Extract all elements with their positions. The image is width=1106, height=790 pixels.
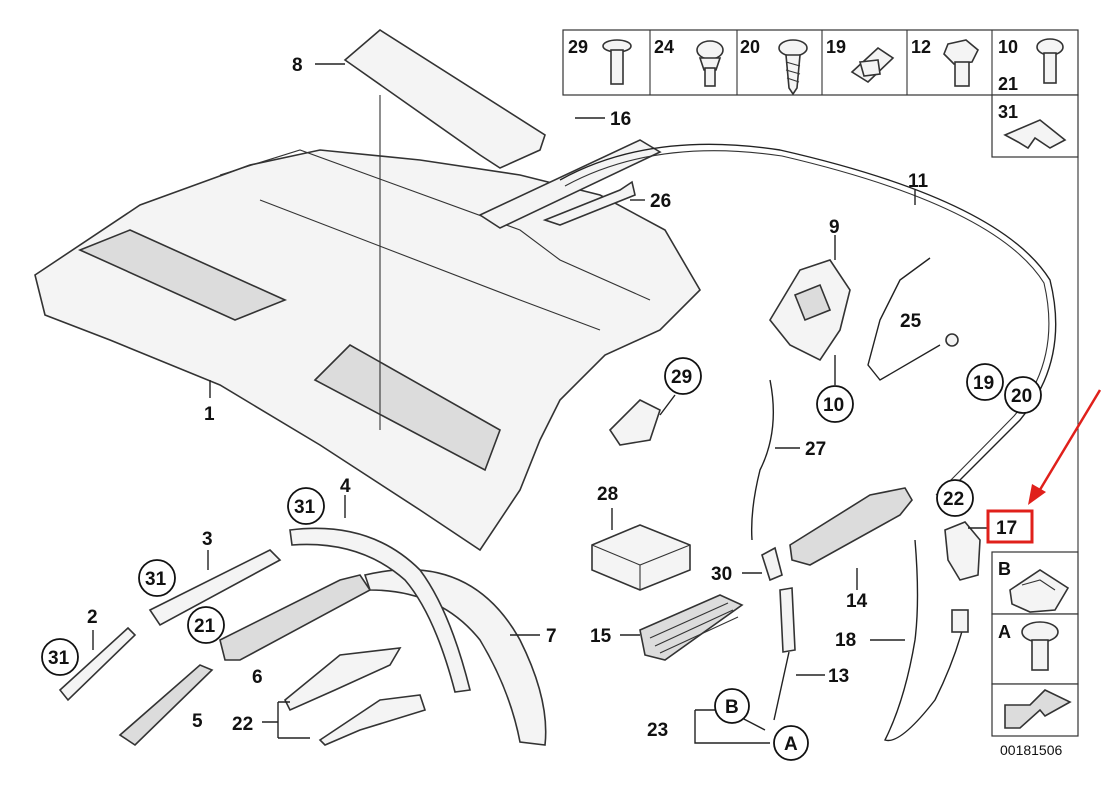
callout-1: 1 [204,404,215,425]
screw-10-icon [1036,38,1064,84]
callout-29: 29 [671,367,692,388]
callout-11: 11 [908,171,929,192]
callout-27: 27 [805,439,826,460]
circled-callout-31-a: 31 [287,487,325,525]
rod-part-27 [751,379,800,541]
callout-18: 18 [835,630,856,651]
nut-b-icon [1009,569,1070,613]
legend-label-12: 12 [911,37,931,57]
callout-31-c: 31 [48,648,70,669]
cable-part-25 [867,257,959,381]
callout-31-b: 31 [145,569,167,590]
callout-b: B [725,697,739,718]
callout-6: 6 [252,667,263,688]
seal-part-11 [559,143,1057,501]
screw-29-icon [602,39,632,85]
trim-part-7 [363,568,547,746]
strip-part-3 [148,549,282,627]
highlight-box [986,509,1034,544]
roof-panel [34,95,702,552]
callout-14: 14 [846,591,868,612]
callout-7: 7 [546,626,557,647]
callout-a: A [784,734,798,755]
circled-callout-a: A [773,725,809,761]
callout-28: 28 [597,484,618,505]
circled-callout-22: 22 [936,479,974,517]
callout-17: 17 [996,518,1017,539]
callout-5: 5 [192,711,203,732]
callout-31-a: 31 [294,497,316,518]
grille-part-15 [620,594,744,661]
bolt-12-icon [943,39,979,87]
circled-callout-29: 29 [664,357,702,395]
legend-label-10: 10 [998,37,1018,57]
callout-19: 19 [973,373,994,394]
circled-callout-31-c: 31 [41,638,79,676]
strut-part-13 [773,587,825,721]
bracket-part-17 [944,521,988,581]
callout-30: 30 [711,564,732,585]
legend-label-20: 20 [740,37,760,57]
callout-22-pads: 22 [232,714,253,735]
callout-22: 22 [943,489,964,510]
callout-26: 26 [650,191,671,212]
callout-15: 15 [590,626,612,647]
callout-2: 2 [87,607,98,628]
arrow-legend-icon [1004,689,1072,729]
legend-label-21: 21 [998,74,1018,94]
callout-23: 23 [647,720,668,741]
hinge-part-29 [608,394,676,446]
highlight-arrow-head-icon [1028,484,1046,505]
armrest-part-14 [789,487,913,590]
hinge-part-9 [769,235,851,385]
callout-21: 21 [194,616,216,637]
circled-callout-31-b: 31 [138,559,176,597]
circled-callout-b: B [714,688,750,724]
strip-part-5 [118,664,214,747]
leader-lines [209,380,770,744]
legend-label-24: 24 [654,37,674,57]
circled-callout-21: 21 [187,606,225,644]
callout-4: 4 [340,476,351,497]
strip-part-6 [219,574,372,661]
callout-13: 13 [828,666,849,687]
clip-part-30 [742,546,783,582]
rivet-a-icon [1021,621,1059,671]
trim-part-8 [315,29,546,169]
strip-part-16 [478,117,662,229]
callout-20: 20 [1011,386,1032,407]
callout-16: 16 [610,109,631,130]
bracket-part-26 [542,180,645,226]
strip-part-2 [58,626,137,702]
clip-31-icon [1003,119,1067,150]
circled-callout-19: 19 [966,363,1004,401]
legend-label-19: 19 [826,37,846,57]
box-part-28 [591,508,691,591]
hardware-legend: 29 24 20 19 12 10 21 31 B A [562,29,1079,758]
legend-label-a: A [998,622,1011,642]
callout-9: 9 [829,217,840,238]
diagram-code: 00181506 [1000,742,1063,758]
callout-25: 25 [900,311,922,332]
screw-20-icon [778,39,808,96]
screw-24-icon [696,40,724,87]
clip-19-icon [850,46,895,84]
legend-label-b: B [998,559,1011,579]
cable-part-18 [870,539,969,742]
legend-label-29: 29 [568,37,588,57]
trim-part-4 [289,495,471,693]
callout-8: 8 [292,55,303,76]
circled-callout-10: 10 [816,385,854,423]
legend-label-31: 31 [998,102,1018,122]
highlight-17: 17 [986,389,1102,544]
highlight-arrow-line [1036,389,1102,494]
callout-10: 10 [823,395,844,416]
callout-3: 3 [202,529,213,550]
circled-callout-20: 20 [1004,376,1042,414]
pad-parts-22 [262,647,427,746]
